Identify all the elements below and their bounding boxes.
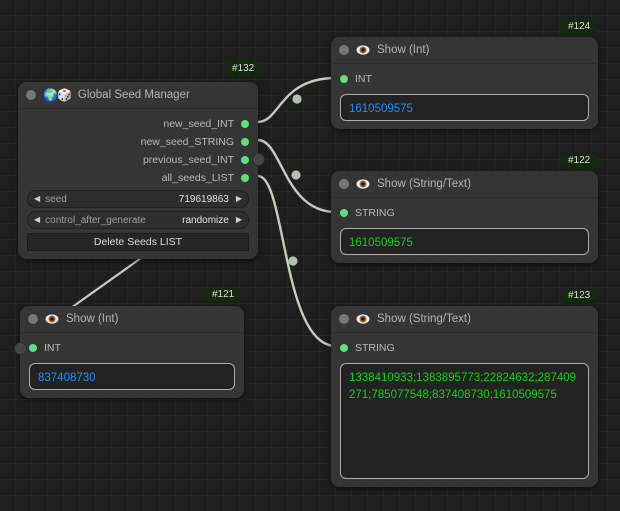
- wire-midpoint-dot: [288, 256, 298, 266]
- value-text: 1338410933;1383895773;22824632;287409271…: [349, 372, 577, 401]
- input-slot-label: INT: [44, 342, 61, 354]
- globe-dice-icon: 🌍🎲: [43, 88, 72, 102]
- output-slot-all-seeds-list[interactable]: all_seeds_LIST: [18, 169, 258, 187]
- output-slot-dot-icon[interactable]: [241, 174, 249, 182]
- value-display-box[interactable]: 1338410933;1383895773;22824632;287409271…: [340, 363, 589, 479]
- value-display-box[interactable]: 837408730: [29, 363, 235, 390]
- value-display-box[interactable]: 1610509575: [340, 94, 589, 121]
- widget-control-after-generate[interactable]: ◀ control_after_generate randomize ▶: [27, 211, 249, 229]
- input-slot-dot-icon[interactable]: [340, 344, 348, 352]
- node-title-text: Show (Int): [377, 44, 430, 56]
- input-slot-label: STRING: [355, 342, 395, 354]
- input-slot-int[interactable]: INT: [20, 339, 244, 357]
- node-id-badge-123: #123: [562, 289, 597, 304]
- node-title-text: Show (Int): [66, 313, 119, 325]
- node-title-text: Show (String/Text): [377, 178, 471, 190]
- node-show-string-122[interactable]: Show (String/Text) STRING 1610509575: [331, 171, 598, 263]
- wire-new-seed-int: [257, 76, 337, 124]
- output-slot-previous-seed-int[interactable]: previous_seed_INT: [18, 151, 258, 169]
- node-body: INT 837408730: [20, 333, 244, 398]
- node-show-int-124[interactable]: Show (Int) INT 1610509575: [331, 37, 598, 129]
- input-slot-dot-icon[interactable]: [340, 209, 348, 217]
- value-text: 1610509575: [349, 237, 413, 249]
- widget-control-value[interactable]: randomize: [182, 214, 229, 226]
- value-display-box[interactable]: 1610509575: [340, 228, 589, 255]
- output-slot-label: new_seed_INT: [163, 118, 234, 130]
- value-text: 837408730: [38, 372, 96, 384]
- eye-icon: [356, 179, 370, 189]
- input-slot-collapsed-dot-icon[interactable]: [14, 342, 27, 355]
- output-slot-dot-icon[interactable]: [241, 120, 249, 128]
- node-id-badge-124: #124: [562, 20, 597, 35]
- node-id-badge-121: #121: [206, 288, 241, 303]
- reroute-dot-icon[interactable]: [252, 153, 265, 166]
- input-slot-int[interactable]: INT: [331, 70, 598, 88]
- collapse-dot-icon[interactable]: [339, 45, 349, 55]
- output-slot-label: all_seeds_LIST: [161, 172, 234, 184]
- eye-icon: [356, 314, 370, 324]
- node-titlebar[interactable]: Show (Int): [20, 306, 244, 333]
- output-slot-dot-icon[interactable]: [241, 138, 249, 146]
- input-slot-label: STRING: [355, 207, 395, 219]
- widget-seed[interactable]: ◀ seed 719619863 ▶: [27, 190, 249, 208]
- wire-all-seeds-list: [257, 174, 337, 348]
- output-slot-label: previous_seed_INT: [142, 154, 234, 166]
- collapse-dot-icon[interactable]: [26, 90, 36, 100]
- input-slot-label: INT: [355, 73, 372, 85]
- chevron-right-icon[interactable]: ▶: [235, 194, 242, 203]
- eye-icon: [356, 45, 370, 55]
- node-title-text: Global Seed Manager: [77, 89, 190, 101]
- output-slot-new-seed-string[interactable]: new_seed_STRING: [18, 133, 258, 151]
- delete-seeds-list-button[interactable]: Delete Seeds LIST: [27, 233, 249, 251]
- collapse-dot-icon[interactable]: [28, 314, 38, 324]
- node-body: STRING 1338410933;1383895773;22824632;28…: [331, 333, 598, 487]
- node-id-badge-132: #132: [226, 62, 261, 77]
- delete-seeds-list-label: Delete Seeds LIST: [93, 236, 183, 248]
- output-slot-dot-icon[interactable]: [241, 156, 249, 164]
- input-slot-string[interactable]: STRING: [331, 339, 598, 357]
- wire-midpoint-dot: [292, 94, 302, 104]
- eye-icon: [45, 314, 59, 324]
- node-body: STRING 1610509575: [331, 198, 598, 263]
- chevron-left-icon[interactable]: ◀: [34, 215, 41, 224]
- node-id-badge-122: #122: [562, 154, 597, 169]
- wire-new-seed-string: [257, 138, 337, 214]
- node-show-int-121[interactable]: Show (Int) INT 837408730: [14, 306, 244, 398]
- input-slot-string[interactable]: STRING: [331, 204, 598, 222]
- output-slot-label: new_seed_STRING: [140, 136, 234, 148]
- input-slot-dot-icon[interactable]: [29, 344, 37, 352]
- chevron-left-icon[interactable]: ◀: [34, 194, 41, 203]
- node-titlebar[interactable]: Show (String/Text): [331, 306, 598, 333]
- node-titlebar[interactable]: Show (String/Text): [331, 171, 598, 198]
- collapse-dot-icon[interactable]: [339, 179, 349, 189]
- node-title-text: Show (String/Text): [377, 313, 471, 325]
- node-show-string-123[interactable]: Show (String/Text) STRING 1338410933;138…: [331, 306, 598, 487]
- node-titlebar[interactable]: Show (Int): [331, 37, 598, 64]
- node-body: INT 1610509575: [331, 64, 598, 129]
- chevron-right-icon[interactable]: ▶: [235, 215, 242, 224]
- collapse-dot-icon[interactable]: [339, 314, 349, 324]
- node-titlebar[interactable]: 🌍🎲 Global Seed Manager: [18, 82, 258, 109]
- widget-seed-value[interactable]: 719619863: [178, 193, 229, 205]
- value-text: 1610509575: [349, 103, 413, 115]
- widget-seed-label: seed: [45, 193, 67, 205]
- widget-control-label: control_after_generate: [45, 214, 146, 226]
- wire-midpoint-dot: [291, 170, 301, 180]
- output-slot-new-seed-int[interactable]: new_seed_INT: [18, 115, 258, 133]
- node-body: new_seed_INT new_seed_STRING previous_se…: [18, 109, 258, 259]
- input-slot-dot-icon[interactable]: [340, 75, 348, 83]
- node-global-seed-manager[interactable]: 🌍🎲 Global Seed Manager new_seed_INT new_…: [18, 82, 258, 259]
